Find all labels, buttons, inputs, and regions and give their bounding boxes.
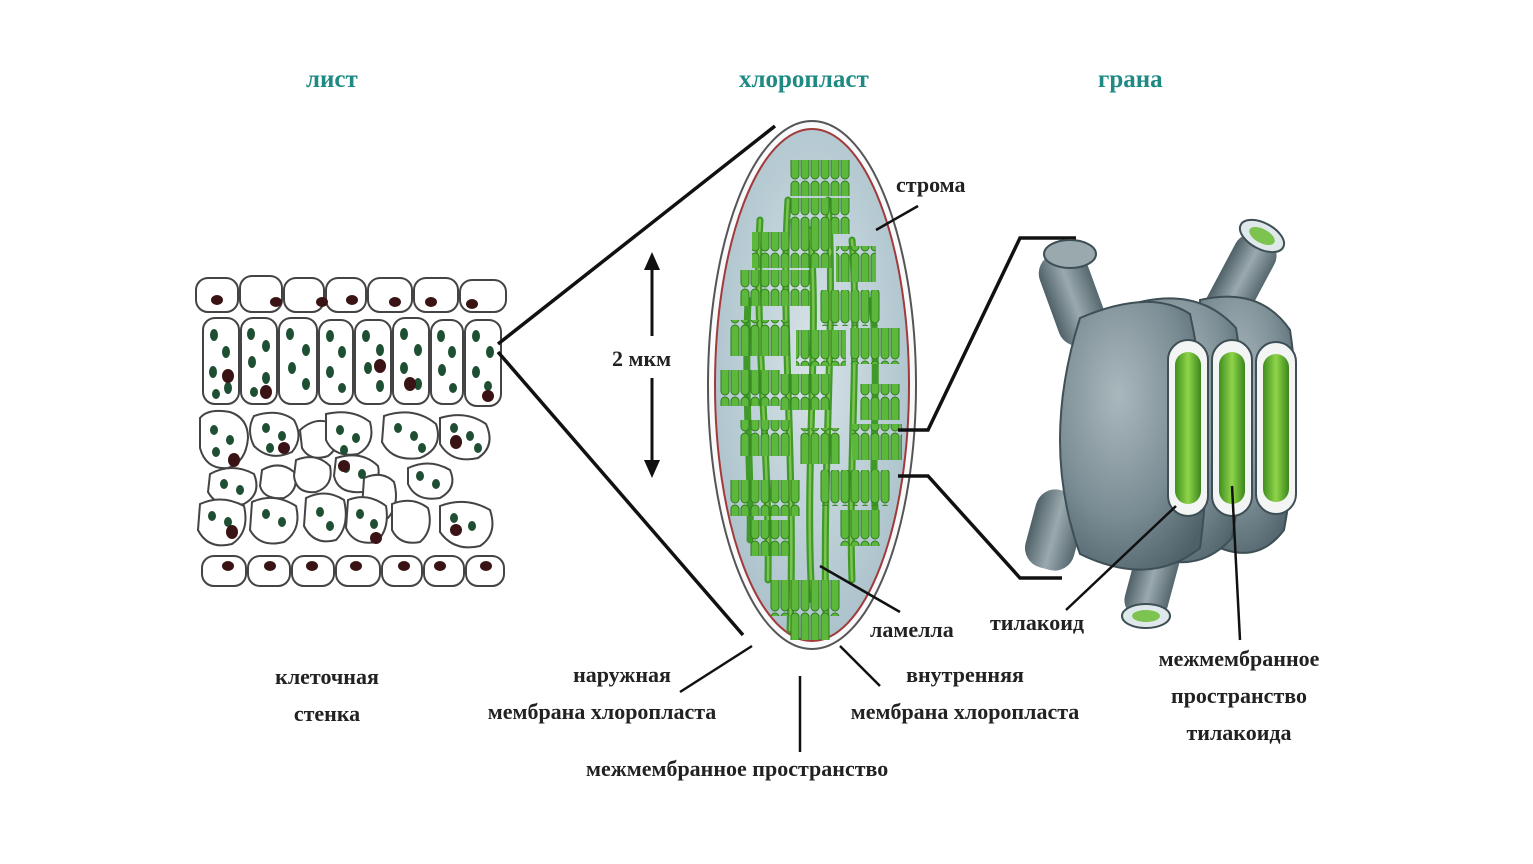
granum	[1024, 218, 1297, 629]
label-outer-membrane: наружная мембрана хлоропласта	[440, 656, 764, 730]
label-thylakoid-space: межмембранное пространство тилакоида	[1124, 640, 1354, 751]
label-thylakoid: тилакоид	[990, 610, 1085, 635]
upper-epidermis	[195, 275, 507, 313]
zoom-lines-grana	[898, 236, 1076, 580]
title-granum: грана	[1098, 66, 1163, 93]
chloroplast	[707, 120, 917, 650]
label-thylakoid-space-line1: межмембранное	[1158, 646, 1320, 671]
label-inner-membrane-line2: мембрана хлоропласта	[850, 699, 1080, 724]
label-inner-membrane: внутренняя мембрана хлоропласта	[804, 656, 1126, 730]
scale-arrow	[644, 252, 660, 478]
title-chloroplast: хлоропласт	[739, 66, 869, 93]
zoom-lines-leaf	[496, 124, 777, 637]
label-cell-wall-line2: стенка	[293, 701, 361, 726]
label-cell-wall: клеточная стенка	[252, 658, 402, 732]
label-intermembrane-space: межмембранное пространство	[586, 756, 889, 781]
label-cell-wall-line1: клеточная	[275, 664, 379, 689]
spongy-nuclei	[226, 435, 462, 544]
title-leaf: лист	[306, 66, 358, 93]
epidermis-nuclei	[211, 295, 478, 309]
label-scale: 2 мкм	[612, 346, 672, 371]
label-thylakoid-space-line2: пространство	[1171, 683, 1307, 708]
grana-stacks	[720, 160, 902, 640]
label-outer-membrane-line1: наружная	[573, 662, 671, 687]
leaf-section	[195, 275, 507, 587]
lower-epidermis-nuclei	[222, 561, 492, 571]
label-thylakoid-space-line3: тилакоида	[1186, 720, 1292, 745]
thylakoid-lumens	[1167, 339, 1297, 517]
lower-epidermis	[201, 555, 505, 587]
spongy-chloroplasts	[208, 423, 482, 531]
palisade-nuclei	[222, 359, 494, 402]
label-lamella: ламелла	[870, 617, 954, 642]
spongy-cells	[196, 409, 494, 549]
palisade-chloroplasts	[209, 328, 494, 399]
label-inner-membrane-line1: внутренняя	[906, 662, 1024, 687]
label-stroma: строма	[896, 172, 966, 197]
label-outer-membrane-line2: мембрана хлоропласта	[487, 699, 717, 724]
leader-lines	[679, 204, 1242, 752]
